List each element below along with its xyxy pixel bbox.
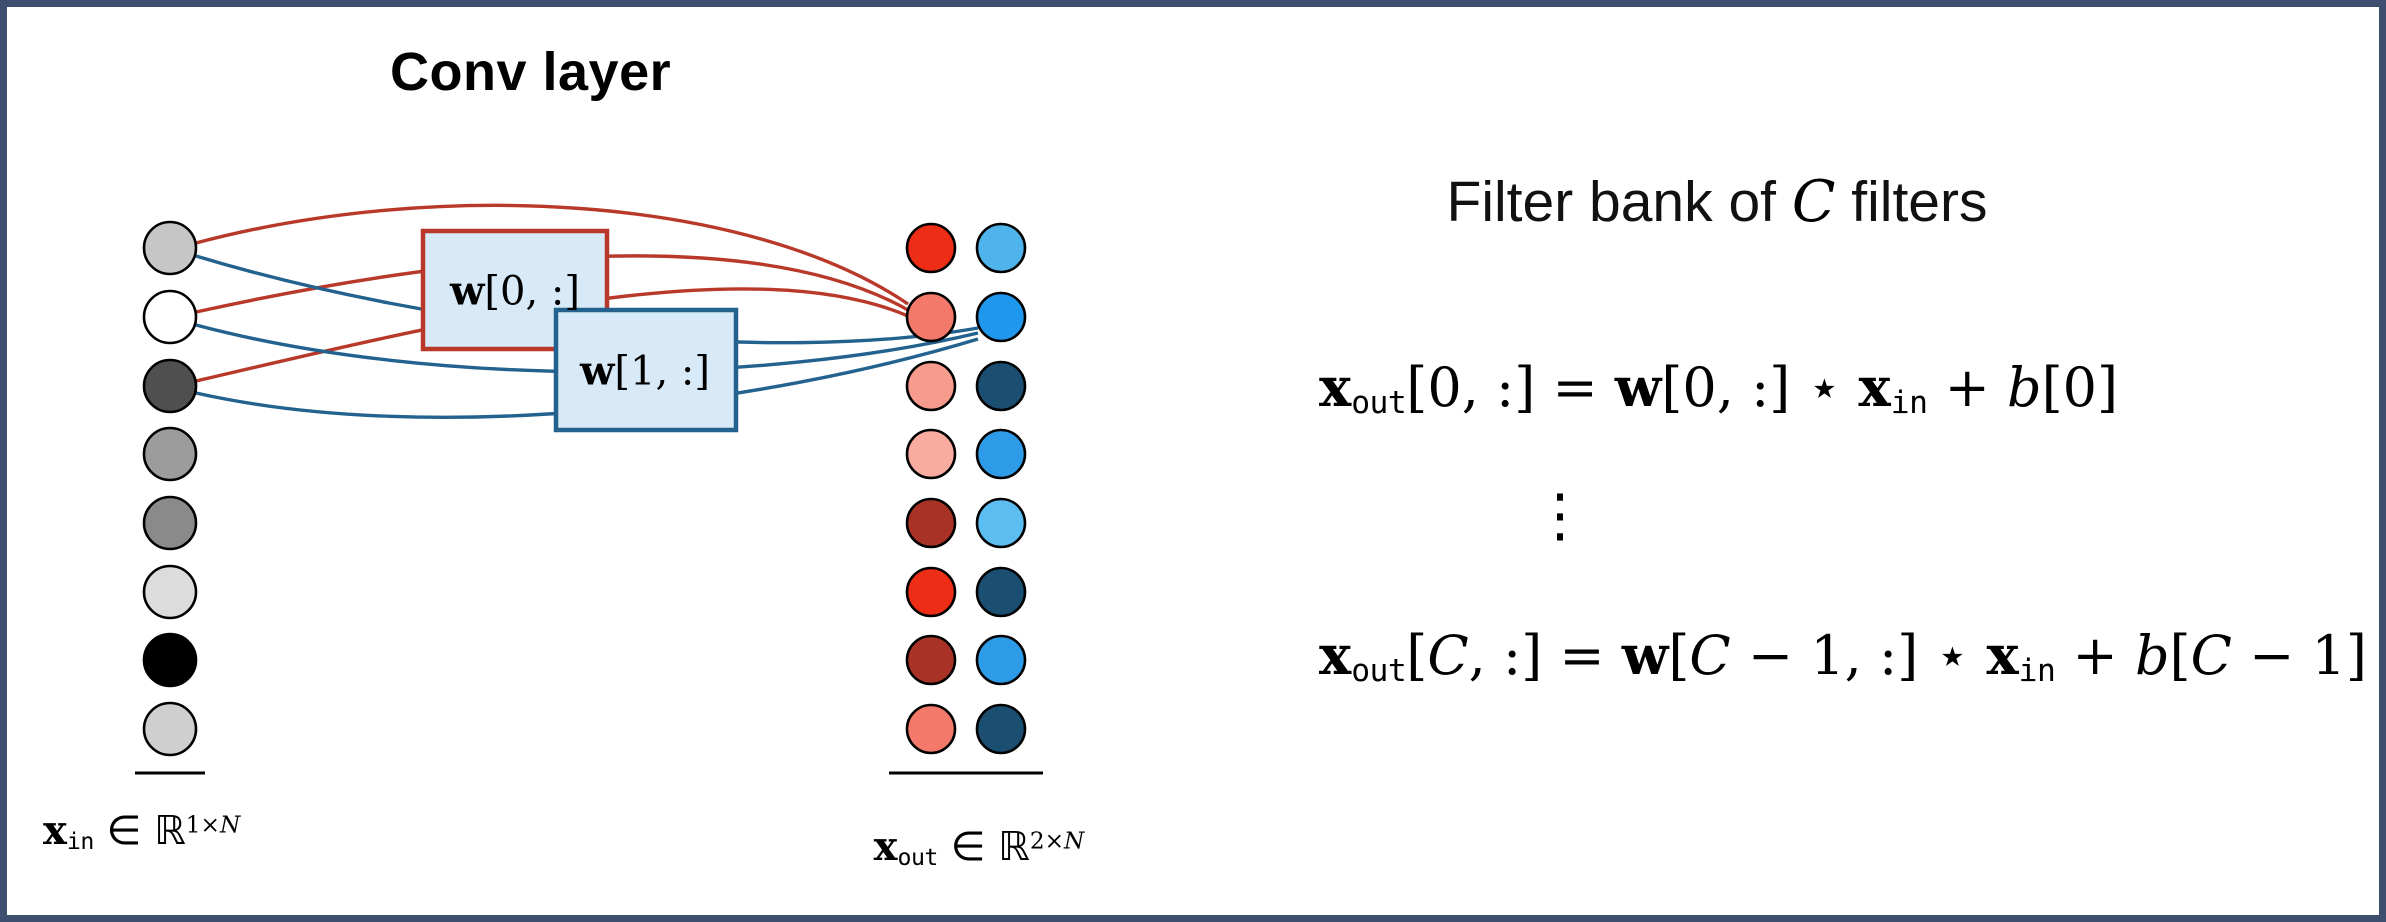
- math-symbol-C: C: [1689, 624, 1731, 687]
- math-symbol-w: w: [449, 267, 485, 315]
- element-of-symbol: ∈: [937, 824, 999, 870]
- math-text: [0, :]: [1661, 356, 1808, 419]
- math-subscript: in: [1890, 384, 1928, 421]
- math-symbol-x: x: [1319, 355, 1352, 419]
- output-column-label: xout ∈ ℝ2×N: [819, 823, 1139, 871]
- math-text: [0]: [2041, 356, 2119, 419]
- math-subscript: in: [2018, 652, 2056, 689]
- output-node-blue: [975, 566, 1027, 618]
- output-node-blue: [975, 634, 1027, 686]
- output-node-red: [905, 703, 957, 755]
- math-symbol-b: b: [2134, 624, 2170, 687]
- equation-filter-0: xout[0, :] = w[0, :] ⋆ xin + b[0]: [1319, 355, 2118, 421]
- math-text: − 1, :]: [1730, 624, 1936, 687]
- input-node: [142, 220, 198, 276]
- math-superscript: 1×: [185, 811, 220, 839]
- math-symbol-C: C: [2190, 624, 2232, 687]
- red-connection: [195, 203, 909, 306]
- math-text: [1841, 356, 1858, 419]
- input-node: [142, 358, 198, 414]
- math-text: [: [1406, 624, 1428, 687]
- math-symbol-C: C: [1427, 624, 1469, 687]
- math-index: [0, :]: [484, 268, 581, 315]
- heading-var-C: C: [1791, 169, 1836, 235]
- math-symbol-w: w: [1614, 355, 1662, 419]
- output-node-red: [905, 428, 957, 480]
- output-node-blue: [975, 222, 1027, 274]
- input-node: [142, 495, 198, 551]
- math-symbol-x: x: [1858, 355, 1891, 419]
- input-node: [142, 564, 198, 620]
- input-node: [142, 289, 198, 345]
- math-text: [: [2169, 624, 2191, 687]
- output-node-red: [905, 222, 957, 274]
- math-text: , :] =: [1468, 624, 1622, 687]
- vertical-dots: ⋮: [1531, 481, 1589, 549]
- output-node-blue: [975, 703, 1027, 755]
- heading-text: filters: [1835, 170, 1988, 234]
- output-node-red: [905, 634, 957, 686]
- math-subscript: out: [1351, 384, 1407, 421]
- output-node-blue: [975, 428, 1027, 480]
- math-symbol-x: x: [43, 807, 67, 854]
- filter-bank-heading: Filter bank of C filters: [1347, 169, 2087, 235]
- output-node-red: [905, 566, 957, 618]
- input-column-label: xin ∈ ℝ1×N: [43, 807, 240, 855]
- w0-box-label: w[0, :]: [450, 268, 580, 315]
- math-subscript: in: [66, 828, 94, 856]
- math-symbol-x: x: [1319, 623, 1352, 687]
- element-of-symbol: ∈: [93, 808, 155, 854]
- math-text: [: [1668, 624, 1690, 687]
- convolution-star-symbol: ⋆: [1807, 356, 1842, 419]
- math-index: [1, :]: [614, 348, 711, 395]
- math-symbol-w: w: [1621, 623, 1669, 687]
- output-node-red: [905, 291, 957, 343]
- math-text: +: [1927, 356, 2008, 419]
- math-symbol-x: x: [873, 823, 898, 870]
- input-node: [142, 426, 198, 482]
- input-node: [142, 632, 198, 688]
- math-symbol-x: x: [1986, 623, 2019, 687]
- input-node: [142, 701, 198, 757]
- math-text: [1969, 624, 1986, 687]
- math-text: − 1]: [2231, 624, 2367, 687]
- output-node-blue: [975, 497, 1027, 549]
- equation-filter-C: xout[C, :] = w[C − 1, :] ⋆ xin + b[C − 1…: [1319, 623, 2367, 689]
- w1-box-label: w[1, :]: [580, 348, 710, 395]
- heading-text: Filter bank of: [1446, 170, 1792, 234]
- math-subscript: out: [897, 844, 939, 872]
- output-node-column-blue: [975, 222, 1027, 755]
- diagram-title: Conv layer: [390, 42, 672, 102]
- output-node-column-red: [905, 222, 957, 755]
- convolution-star-symbol: ⋆: [1935, 624, 1970, 687]
- conv-diagram: [135, 203, 1043, 775]
- math-superscript: 2×: [1029, 827, 1065, 855]
- real-numbers-symbol: ℝ: [998, 824, 1030, 870]
- output-node-red: [905, 497, 957, 549]
- output-node-blue: [975, 360, 1027, 412]
- math-subscript: out: [1351, 652, 1407, 689]
- weight-box-w1: [553, 307, 739, 433]
- math-superscript-var: N: [219, 811, 241, 839]
- math-text: [0, :] =: [1406, 356, 1615, 419]
- real-numbers-symbol: ℝ: [154, 808, 186, 854]
- math-symbol-b: b: [2007, 356, 2042, 419]
- output-node-red: [905, 360, 957, 412]
- math-text: +: [2055, 624, 2135, 687]
- math-symbol-w: w: [579, 347, 615, 395]
- input-node-column: [142, 220, 198, 757]
- output-node-blue: [975, 291, 1027, 343]
- math-superscript-var: N: [1064, 827, 1085, 855]
